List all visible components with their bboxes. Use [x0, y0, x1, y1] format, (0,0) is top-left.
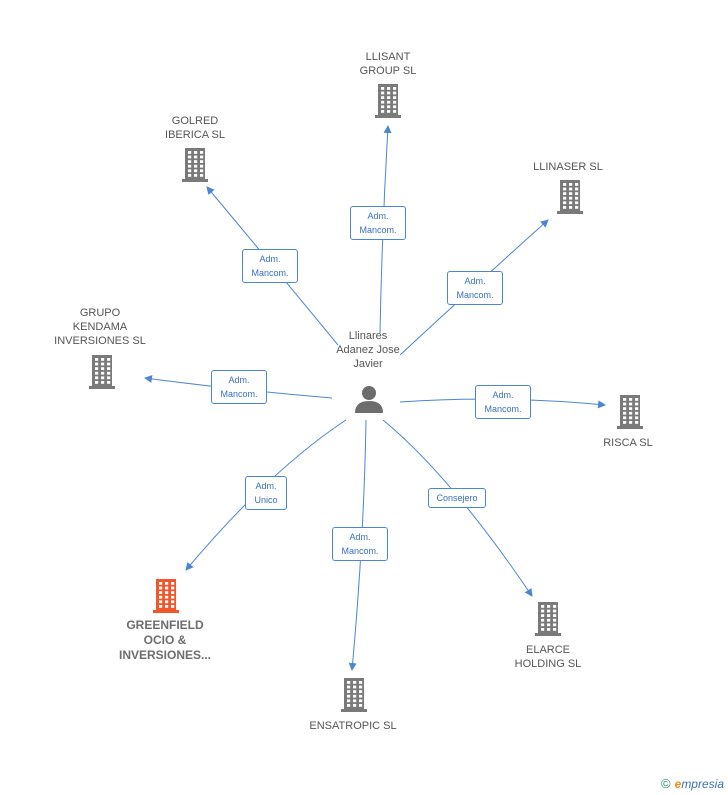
company-label-llisant[interactable]: LLISANT GROUP SL — [359, 51, 417, 77]
building-icon-llinaser[interactable] — [557, 180, 583, 214]
company-label-greenfield[interactable]: GREENFIELD OCIO & INVERSIONES... — [118, 618, 212, 662]
copyright-icon: © — [661, 776, 671, 791]
role-badge-golred[interactable]: Adm. Mancom. — [242, 249, 298, 283]
footer-brand: © empresia — [661, 776, 724, 791]
company-label-golred[interactable]: GOLRED IBERICA SL — [165, 115, 225, 141]
company-label-llinaser[interactable]: LLINASER SL — [533, 161, 603, 173]
company-label-kendama[interactable]: GRUPO KENDAMA INVERSIONES SL — [54, 307, 146, 347]
company-label-elarce[interactable]: ELARCE HOLDING SL — [514, 644, 582, 670]
role-badge-llisant[interactable]: Adm. Mancom. — [350, 206, 406, 240]
role-badge-greenfield[interactable]: Adm. Unico — [245, 476, 287, 510]
building-icon-golred[interactable] — [182, 148, 208, 182]
center-person-label[interactable]: Llinares Adanez Jose Javier — [336, 330, 400, 370]
brand-logo: empresia — [674, 776, 724, 791]
building-icon-greenfield[interactable] — [153, 579, 179, 613]
edge-elarce — [382, 419, 533, 597]
company-label-risca[interactable]: RISCA SL — [603, 437, 653, 449]
building-icon-ensatropic[interactable] — [341, 678, 367, 712]
role-badge-llinaser[interactable]: Adm. Mancom. — [447, 271, 503, 305]
role-badge-elarce[interactable]: Consejero — [428, 488, 486, 508]
person-icon[interactable] — [355, 386, 383, 413]
building-icon-risca[interactable] — [617, 395, 643, 429]
building-icon-llisant[interactable] — [375, 84, 401, 118]
building-icon-kendama[interactable] — [89, 355, 115, 389]
building-icon-elarce[interactable] — [535, 602, 561, 636]
role-badge-risca[interactable]: Adm. Mancom. — [475, 385, 531, 419]
company-label-ensatropic[interactable]: ENSATROPIC SL — [309, 720, 397, 732]
role-badge-kendama[interactable]: Adm. Mancom. — [211, 370, 267, 404]
role-badge-ensatropic[interactable]: Adm. Mancom. — [332, 527, 388, 561]
